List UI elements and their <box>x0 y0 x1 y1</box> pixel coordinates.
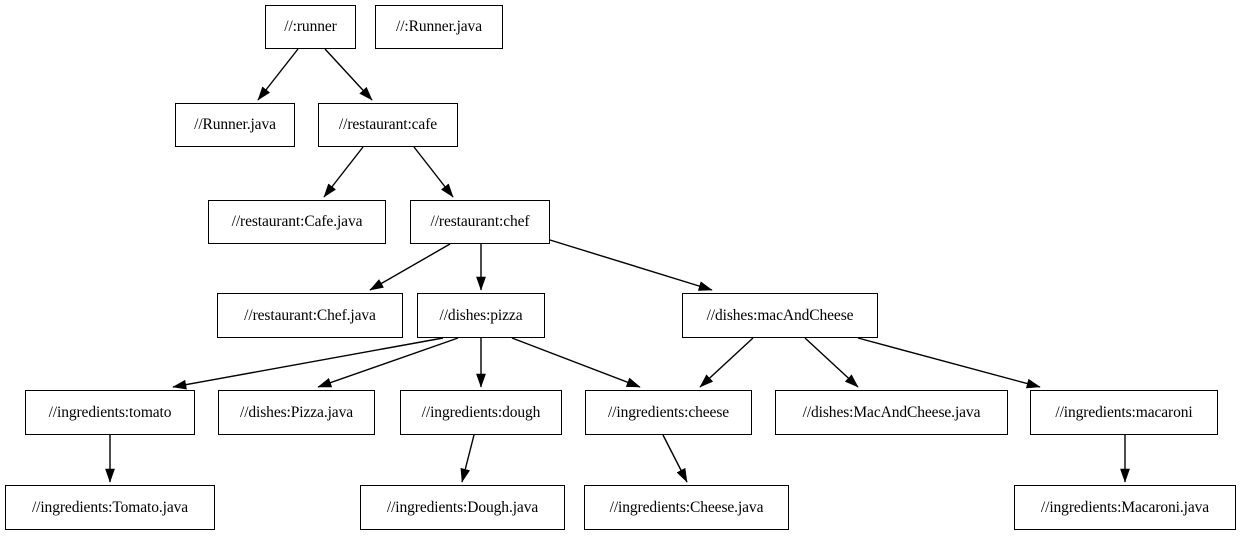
graph-node-dishes_pizza[interactable]: //dishes:pizza <box>417 293 545 338</box>
graph-node-label: //dishes:pizza <box>439 306 523 324</box>
graph-node-label: //ingredients:macaroni <box>1055 403 1193 421</box>
graph-node-dishes_mac[interactable]: //dishes:macAndCheese <box>682 293 878 338</box>
graph-node-mac_java[interactable]: //dishes:MacAndCheese.java <box>775 390 1008 435</box>
graph-node-restaurant_cafe[interactable]: //restaurant:cafe <box>318 103 458 147</box>
graph-node-ing_cheese[interactable]: //ingredients:cheese <box>585 390 752 435</box>
graph-node-label: //restaurant:chef <box>430 213 530 231</box>
graph-node-label: //ingredients:dough <box>421 403 541 421</box>
graph-node-label: //ingredients:cheese <box>607 403 730 421</box>
graph-node-label: //restaurant:cafe <box>338 116 438 134</box>
graph-node-runner[interactable]: //:runner <box>265 5 356 49</box>
graph-node-macaroni_java[interactable]: //ingredients:Macaroni.java <box>1014 485 1236 530</box>
graph-node-cafe_java[interactable]: //restaurant:Cafe.java <box>208 200 386 244</box>
graph-node-ing_macaroni[interactable]: //ingredients:macaroni <box>1030 390 1218 435</box>
graph-node-ing_tomato[interactable]: //ingredients:tomato <box>25 390 195 435</box>
graph-node-label: //:runner <box>284 18 337 36</box>
graph-node-label: //restaurant:Chef.java <box>244 306 376 324</box>
graph-node-label: //ingredients:Tomato.java <box>31 498 189 516</box>
graph-node-cheese_java[interactable]: //ingredients:Cheese.java <box>584 485 789 530</box>
graph-node-dough_java[interactable]: //ingredients:Dough.java <box>360 485 565 530</box>
graph-node-label: //ingredients:tomato <box>48 403 172 421</box>
graph-node-label: //Runner.java <box>194 116 276 134</box>
graph-node-label: //:Runner.java <box>396 18 482 36</box>
graph-node-label: //ingredients:Cheese.java <box>609 498 764 516</box>
graph-node-ing_dough[interactable]: //ingredients:dough <box>400 390 562 435</box>
graph-node-tomato_java[interactable]: //ingredients:Tomato.java <box>5 485 215 530</box>
graph-node-runner_java[interactable]: //Runner.java <box>175 103 295 147</box>
graph-node-label: //dishes:MacAndCheese.java <box>802 403 981 421</box>
graph-node-label: //ingredients:Macaroni.java <box>1040 498 1210 516</box>
graph-node-pizza_java[interactable]: //dishes:Pizza.java <box>218 390 375 435</box>
graph-node-label: //ingredients:Dough.java <box>386 498 539 516</box>
graph-node-label: //dishes:Pizza.java <box>239 403 354 421</box>
graph-node-chef_java[interactable]: //restaurant:Chef.java <box>217 293 403 338</box>
graph-node-label: //dishes:macAndCheese <box>706 306 854 324</box>
graph-node-label: //restaurant:Cafe.java <box>231 213 363 231</box>
graph-node-runner_java_root[interactable]: //:Runner.java <box>375 5 503 49</box>
graph-node-restaurant_chef[interactable]: //restaurant:chef <box>410 200 550 244</box>
